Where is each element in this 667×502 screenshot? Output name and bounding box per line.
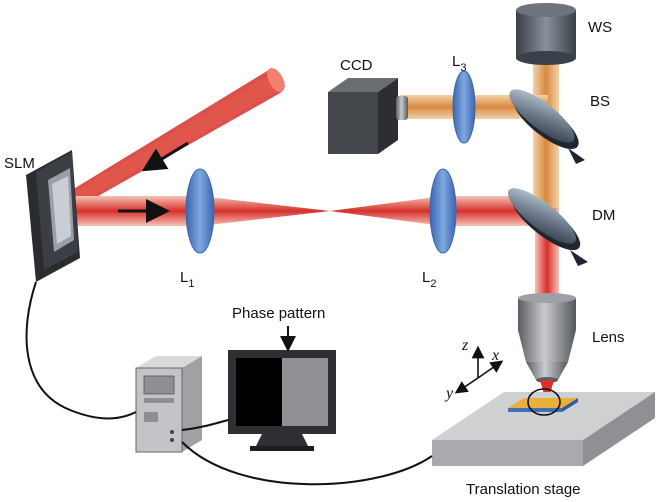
lens-l1 (185, 168, 215, 254)
dm-dichroic-mirror (507, 188, 588, 266)
lens-l3 (452, 70, 476, 144)
cable-computer-to-monitor (181, 419, 229, 431)
label-l1: L1 (180, 269, 194, 290)
label-ccd: CCD (340, 57, 373, 74)
phase-pattern-dark-half (236, 358, 282, 426)
label-lens: Lens (592, 329, 625, 346)
computer-tower (135, 356, 202, 453)
coordinate-axes (454, 345, 504, 394)
beam-direction-arrow-incoming (141, 141, 189, 172)
axis-label-z: z (461, 337, 469, 354)
slm-device (26, 150, 80, 282)
cable-computer-to-stage (181, 441, 433, 486)
focus-circle (527, 388, 561, 416)
label-l3: L3 (452, 53, 466, 74)
phase-pattern-light-half (282, 358, 328, 426)
lens-l2 (429, 168, 457, 254)
label-bs: BS (590, 93, 610, 110)
objective-lens (518, 293, 576, 383)
label-phase-pattern: Phase pattern (232, 305, 325, 322)
ccd-camera (328, 78, 408, 154)
label-ws: WS (588, 19, 612, 36)
label-dm: DM (592, 207, 615, 224)
axis-label-x: x (491, 347, 499, 364)
monitor (228, 350, 336, 451)
beam-origin (267, 68, 285, 92)
translation-stage (432, 388, 655, 466)
label-translation-stage: Translation stage (466, 481, 581, 498)
cable-slm-to-computer (25, 281, 137, 420)
ws-wavefront-sensor (516, 3, 576, 65)
axis-label-y: y (444, 385, 454, 402)
label-l2: L2 (422, 269, 436, 290)
bs-beam-splitter (509, 89, 585, 164)
label-slm: SLM (4, 155, 35, 172)
